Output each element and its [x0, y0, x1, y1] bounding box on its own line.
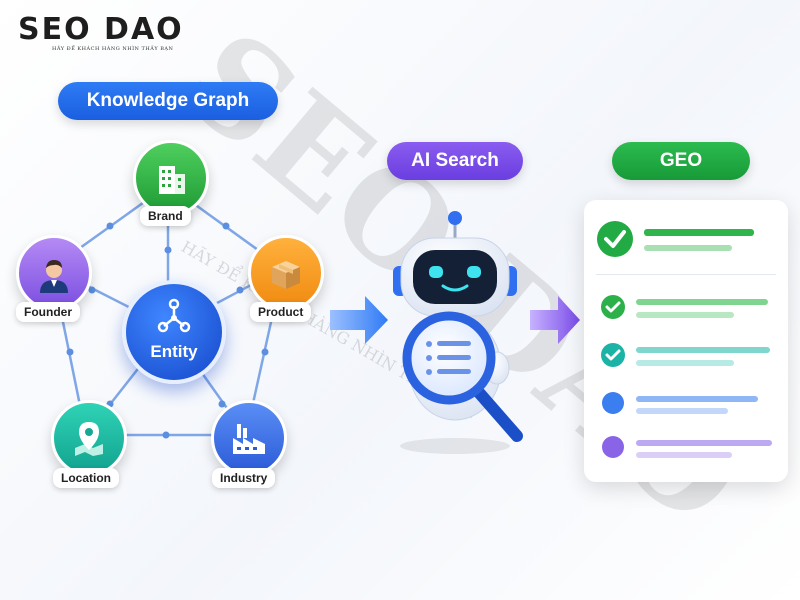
industry-node [211, 400, 287, 476]
building-icon [159, 166, 185, 194]
knowledge-graph-title: Knowledge Graph [58, 82, 278, 120]
product-label: Product [250, 302, 312, 322]
arrow-right-blue [330, 296, 388, 344]
location-label: Location [53, 468, 119, 488]
box-icon [272, 261, 300, 289]
result-bar-3a [636, 347, 770, 353]
location-node [51, 400, 127, 476]
industry-label: Industry [212, 468, 276, 488]
network-icon [157, 298, 191, 333]
product-node [248, 235, 324, 311]
entity-node: Entity [122, 280, 226, 384]
ai-search-title: AI Search [387, 142, 523, 180]
result-bar-2b [636, 312, 734, 318]
founder-label: Founder [16, 302, 80, 322]
logo-tagline: HÃY ĐỂ KHÁCH HÀNG NHÌN THẤY BẠN [52, 46, 174, 52]
geo-results-card [584, 200, 788, 482]
arrow-right-purple [530, 296, 580, 344]
purple-dot-icon [602, 436, 624, 458]
check-circle-icon [601, 295, 625, 319]
card-divider [596, 274, 776, 275]
entity-label: Entity [150, 342, 198, 361]
result-bar-4b [636, 408, 728, 414]
result-bar-2a [636, 299, 768, 305]
result-bar-1b [644, 245, 732, 251]
geo-title: GEO [612, 142, 750, 180]
result-bar-5a [636, 440, 772, 446]
factory-icon [233, 424, 265, 454]
blue-dot-icon [602, 392, 624, 414]
check-circle-icon [597, 221, 633, 257]
logo-title: SEO DAO [18, 12, 184, 47]
result-bar-5b [636, 452, 732, 458]
brand-label: Brand [140, 206, 191, 226]
result-bar-3b [636, 360, 734, 366]
map-pin-icon [75, 422, 103, 456]
person-icon [40, 260, 68, 293]
result-bar-1a [644, 229, 754, 236]
brand-node [133, 140, 209, 216]
result-bar-4a [636, 396, 758, 402]
founder-node [16, 235, 92, 311]
logo: SEO DAO HÃY ĐỂ KHÁCH HÀNG NHÌN THẤY BẠN [18, 12, 188, 52]
ai-robot-illustration [393, 211, 523, 454]
check-circle-icon [601, 343, 625, 367]
